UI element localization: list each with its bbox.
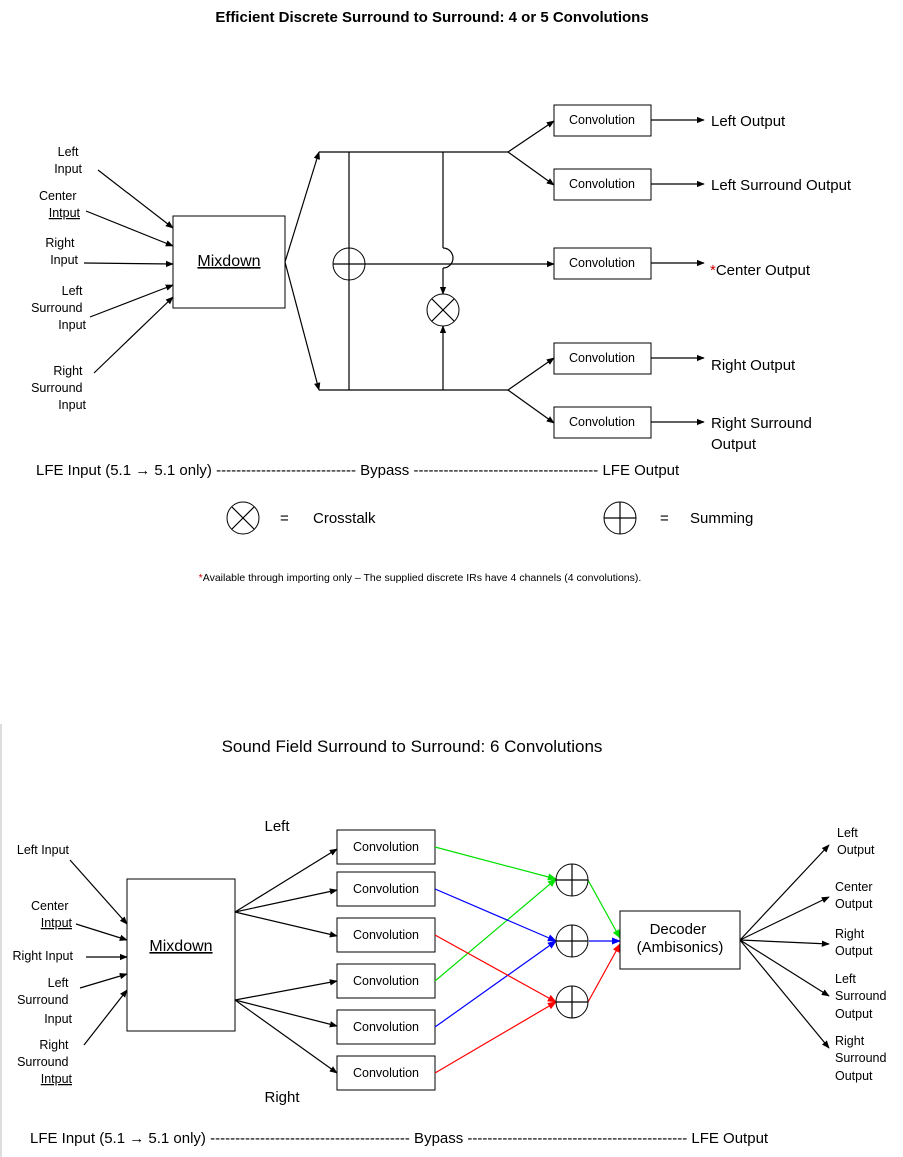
top-summing-node <box>332 247 366 281</box>
top-output-left: Left Output <box>711 113 786 130</box>
bottom-conv-5: Convolution <box>336 1009 436 1045</box>
bottom-color-routes <box>434 846 621 1074</box>
top-conv-2: Convolution <box>553 168 652 201</box>
bottom-conv-2: Convolution <box>336 871 436 907</box>
summing-legend-label: Summing <box>690 510 753 527</box>
top-output-left-surround: Left Surround Output <box>711 177 852 194</box>
bottom-output-left-surround: Left Surround Output <box>835 972 890 1021</box>
top-conv-4: Convolution <box>553 342 652 375</box>
svg-text:Convolution: Convolution <box>353 882 419 896</box>
top-input-center: Center Intput <box>39 189 81 220</box>
bottom-lfe-line: LFE Input (5.1 → 5.1 only) -------------… <box>30 1130 769 1147</box>
svg-text:Convolution: Convolution <box>569 415 635 429</box>
svg-text:=: = <box>660 510 669 527</box>
top-input-arrows <box>83 169 174 374</box>
summing-legend-icon <box>603 501 637 535</box>
svg-text:Convolution: Convolution <box>569 113 635 127</box>
bottom-decoder-label: Decoder (Ambisonics) <box>637 921 724 956</box>
bottom-diagram: Sound Field Surround to Surround: 6 Conv… <box>13 737 890 1147</box>
bottom-title: Sound Field Surround to Surround: 6 Conv… <box>222 737 603 756</box>
top-mixdown-label: Mixdown <box>197 253 260 270</box>
top-conv-1: Convolution <box>553 104 652 137</box>
bottom-input-arrows <box>69 859 128 1046</box>
bottom-mixdown-label: Mixdown <box>149 938 212 955</box>
top-footnote: *Available through importing only – The … <box>199 572 642 584</box>
top-crosstalk-node <box>426 293 460 327</box>
bottom-summing-node-2 <box>555 924 589 958</box>
bottom-right-label: Right <box>264 1089 300 1106</box>
svg-text:=: = <box>280 510 289 527</box>
top-output-center: *Center Output <box>710 262 811 279</box>
bottom-output-right-surround: Right Surround Output <box>835 1034 890 1083</box>
top-conv-5: Convolution <box>553 406 652 439</box>
top-output-right: Right Output <box>711 357 796 374</box>
bottom-summing-node-1 <box>555 863 589 897</box>
bottom-conv-1: Convolution <box>336 829 436 865</box>
svg-text:Convolution: Convolution <box>353 974 419 988</box>
bottom-conv-4: Convolution <box>336 963 436 999</box>
top-output-right-surround: Right Surround Output <box>711 415 816 453</box>
top-input-right: Right Input <box>45 236 78 267</box>
bottom-left-label: Left <box>264 818 290 835</box>
top-lfe-line: LFE Input (5.1 → 5.1 only) -------------… <box>36 462 680 479</box>
bottom-conv-3: Convolution <box>336 917 436 953</box>
crosstalk-legend-label: Crosstalk <box>313 510 376 527</box>
svg-text:Convolution: Convolution <box>569 177 635 191</box>
bottom-output-center: Center Output <box>835 880 876 911</box>
top-bus-lines <box>319 151 555 391</box>
top-diagram: Efficient Discrete Surround to Surround:… <box>31 9 852 584</box>
top-conv-3: Convolution <box>553 247 652 280</box>
crosstalk-legend-icon <box>226 501 260 535</box>
bottom-conv-6: Convolution <box>336 1055 436 1091</box>
bottom-summing-node-3 <box>555 985 589 1019</box>
bottom-output-left: Left Output <box>837 826 875 857</box>
top-input-left-surround: Left Surround Input <box>31 284 86 332</box>
top-input-left: Left Input <box>54 145 82 176</box>
bottom-decoder-box <box>619 910 741 970</box>
svg-text:Convolution: Convolution <box>353 1020 419 1034</box>
svg-text:Convolution: Convolution <box>353 928 419 942</box>
bottom-input-right: Right Input <box>13 949 74 963</box>
bottom-input-center: Center Intput <box>31 899 73 930</box>
bottom-output-right: Right Output <box>835 927 873 958</box>
bottom-input-left-surround: Left Surround Input <box>17 976 72 1026</box>
top-legend: = Crosstalk = Summing <box>226 501 753 535</box>
svg-text:Convolution: Convolution <box>569 256 635 270</box>
svg-text:Convolution: Convolution <box>353 840 419 854</box>
svg-text:Convolution: Convolution <box>353 1066 419 1080</box>
bottom-mixdown-box <box>126 878 236 1032</box>
svg-text:Convolution: Convolution <box>569 351 635 365</box>
top-mixdown-box <box>172 215 286 309</box>
top-input-right-surround: Right Surround Input <box>31 364 86 412</box>
bottom-input-right-surround: Right Surround Intput <box>17 1038 72 1086</box>
top-title: Efficient Discrete Surround to Surround:… <box>215 9 648 26</box>
bottom-input-left: Left Input <box>17 843 70 857</box>
